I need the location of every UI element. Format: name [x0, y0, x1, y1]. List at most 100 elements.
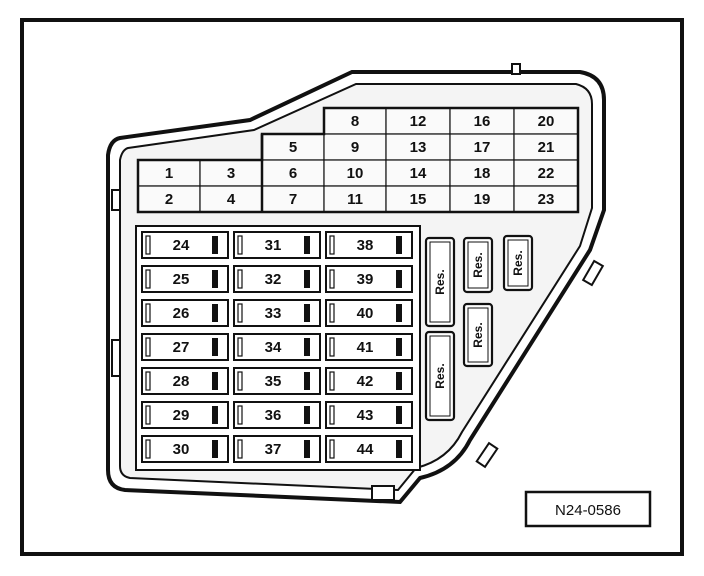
- fuse-terminal-left: [329, 439, 335, 459]
- fuse: 43: [325, 401, 413, 429]
- relay-label: Res.: [471, 322, 485, 347]
- relay-inner: [467, 307, 489, 363]
- top-fuse-number: 15: [410, 191, 427, 208]
- fuse-terminal-left: [237, 337, 243, 357]
- housing-tab-left-lower: [111, 339, 121, 377]
- top-grid-cell: [385, 185, 451, 213]
- fuse: 31: [233, 231, 321, 259]
- fuse-terminal-left: [145, 405, 151, 425]
- top-grid-cell: [449, 159, 515, 187]
- fuse-terminal-right: [212, 304, 218, 322]
- top-grid-cell: [513, 107, 579, 135]
- fuse-terminal-left: [237, 439, 243, 459]
- fuse-terminal-right: [396, 236, 402, 254]
- fuse-terminal-right: [396, 270, 402, 288]
- fuse-terminal-left: [329, 371, 335, 391]
- fuse-number: 28: [173, 373, 190, 390]
- fuse-terminal-right: [304, 440, 310, 458]
- fuse-number: 40: [357, 305, 374, 322]
- top-fuse-number: 18: [474, 165, 491, 182]
- top-fuse-number: 23: [538, 191, 555, 208]
- fuse: 41: [325, 333, 413, 361]
- fuse-number: 24: [173, 237, 190, 254]
- fuse: 27: [141, 333, 229, 361]
- housing-tab-top: [511, 63, 521, 75]
- relay-3: Res.: [462, 236, 494, 294]
- fuse-number: 34: [265, 339, 282, 356]
- fuse: 24: [141, 231, 229, 259]
- top-fuse-number: 1: [165, 165, 173, 182]
- fuse: 44: [325, 435, 413, 463]
- fuse-terminal-left: [145, 269, 151, 289]
- fuse-terminal-right: [396, 406, 402, 424]
- fuse-terminal-right: [304, 406, 310, 424]
- top-grid-cell: [385, 159, 451, 187]
- fuse-number: 35: [265, 373, 282, 390]
- top-fuse-number: 8: [351, 113, 359, 130]
- fuse-number: 25: [173, 271, 190, 288]
- relay-body: [462, 302, 494, 368]
- top-fuse-number: 7: [289, 191, 297, 208]
- relay-body: [424, 236, 456, 328]
- fuse: 28: [141, 367, 229, 395]
- fuse: 37: [233, 435, 321, 463]
- fuse-terminal-right: [212, 372, 218, 390]
- fuse-terminal-left: [145, 337, 151, 357]
- top-fuse-number: 5: [289, 139, 297, 156]
- top-grid-cell: [513, 159, 579, 187]
- fuse-number: 30: [173, 441, 190, 458]
- relay-label: Res.: [433, 269, 447, 294]
- fuse-terminal-right: [212, 338, 218, 356]
- fuse-number: 44: [357, 441, 374, 458]
- fuse: 25: [141, 265, 229, 293]
- relay-1: Res.: [424, 236, 456, 328]
- top-fuse-number: 14: [410, 165, 427, 182]
- top-fuse-number: 6: [289, 165, 297, 182]
- fuse: 34: [233, 333, 321, 361]
- relay-5: Res.: [502, 234, 534, 292]
- diagram-frame: [20, 18, 684, 556]
- housing-tab-right-upper: [581, 259, 605, 287]
- relay-2: Res.: [424, 330, 456, 422]
- fuse-terminal-right: [212, 236, 218, 254]
- fuse-terminal-left: [237, 303, 243, 323]
- top-fuse-number: 16: [474, 113, 491, 130]
- fuse-number: 41: [357, 339, 374, 356]
- fuse-terminal-right: [212, 440, 218, 458]
- fuse-terminal-right: [396, 372, 402, 390]
- top-grid-cell: [261, 133, 325, 161]
- relay-inner: [467, 241, 489, 289]
- fuse-terminal-right: [212, 270, 218, 288]
- fuse-number: 43: [357, 407, 374, 424]
- fuse-terminal-left: [237, 371, 243, 391]
- top-fuse-number: 17: [474, 139, 491, 156]
- relay-4: Res.: [462, 302, 494, 368]
- top-fuse-number: 19: [474, 191, 491, 208]
- fuse-terminal-left: [329, 337, 335, 357]
- figure-code-box: [524, 490, 652, 528]
- top-fuse-number: 9: [351, 139, 359, 156]
- relay-body: [424, 330, 456, 422]
- fuse: 32: [233, 265, 321, 293]
- top-grid-cell: [261, 159, 325, 187]
- top-fuse-number: 3: [227, 165, 235, 182]
- fuse-number: 37: [265, 441, 282, 458]
- housing-tab-left-upper: [111, 189, 121, 211]
- top-grid-cell: [513, 185, 579, 213]
- fuse-terminal-left: [329, 269, 335, 289]
- relay-inner: [429, 241, 451, 323]
- fuse-terminal-left: [145, 439, 151, 459]
- fuse-terminal-left: [237, 405, 243, 425]
- top-fuse-number: 12: [410, 113, 427, 130]
- relay-body: [462, 236, 494, 294]
- top-fuse-number: 13: [410, 139, 427, 156]
- fuse-terminal-right: [396, 304, 402, 322]
- figure-code: N24-0586: [555, 502, 621, 519]
- fuse: 33: [233, 299, 321, 327]
- relay-body: [502, 234, 534, 292]
- fuse-terminal-right: [396, 440, 402, 458]
- top-grid-cell: [199, 159, 263, 187]
- fuse: 39: [325, 265, 413, 293]
- top-grid-cell: [261, 185, 325, 213]
